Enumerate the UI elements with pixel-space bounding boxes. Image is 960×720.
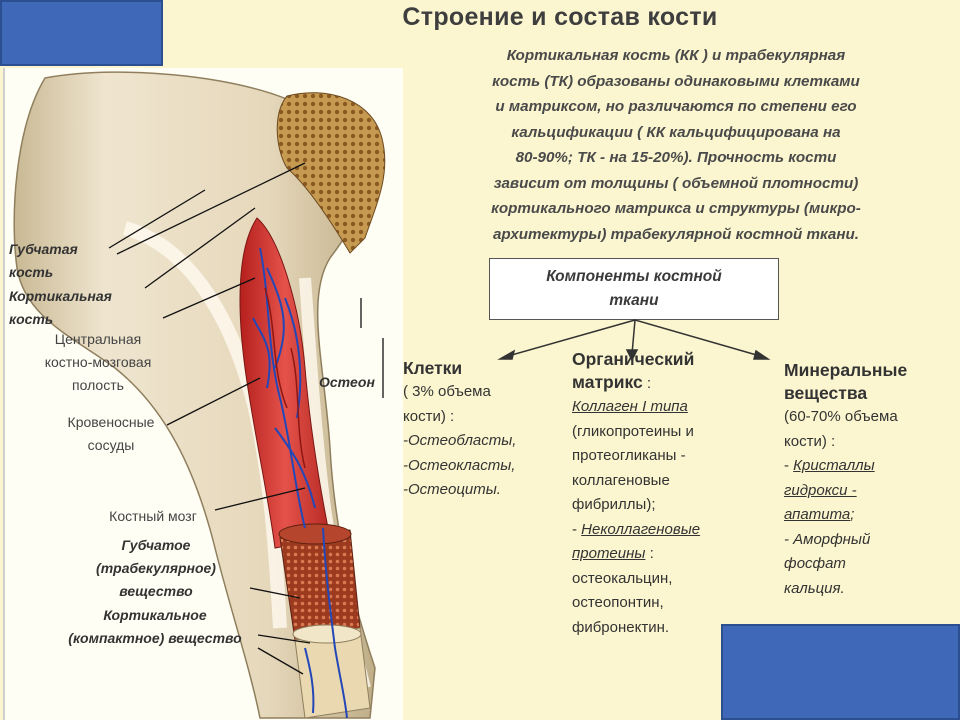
protein-item: остеокальцин, — [572, 569, 673, 587]
protein-item: фибронектин. — [572, 618, 670, 636]
organic-heading-line: матрикс : — [572, 372, 652, 392]
label-cortical-bone: Кортикальная кость — [9, 288, 112, 327]
blue-corner-box-top — [0, 0, 163, 66]
trabecular-top — [278, 523, 352, 545]
protein-item: остеопонтин, — [572, 594, 664, 611]
organic-heading-line: Органический — [572, 349, 695, 369]
organic-heading: Органический матрикс : — [572, 348, 772, 395]
intro-line: кортикального матрикса и структуры (микр… — [491, 200, 861, 217]
organic-matrix-column: Органический матрикс : Коллаген I типа (… — [572, 348, 772, 640]
mineral-heading: Минеральные вещества — [784, 359, 956, 405]
crystals-line: - Кристаллы — [784, 457, 875, 474]
components-box-line: Компоненты костной — [546, 268, 722, 285]
label-bone-marrow: Костный мозг — [109, 508, 197, 524]
amorphous-line: фосфат — [784, 555, 846, 572]
label-spongy-bone: Губчатая кость — [9, 241, 78, 280]
blue-corner-box-bottom — [721, 624, 960, 720]
mineral-heading-line: вещества — [784, 383, 868, 403]
amorphous-line: - Аморфный — [784, 530, 871, 548]
crystals-line: гидрокси - — [784, 481, 857, 499]
bone-illustration: Губчатая кость Кортикальная кость Центра… — [3, 68, 403, 720]
label-spongy-substance: Губчатое (трабекулярное) вещество — [96, 537, 216, 599]
crystals-line: апатита; — [784, 506, 855, 523]
cells-item: -Остеокласты, — [403, 456, 516, 474]
components-box-line: ткани — [609, 292, 659, 309]
cells-text: ( 3% объема — [403, 383, 491, 400]
cells-heading: Клетки — [403, 358, 463, 378]
label-cortical-substance: Кортикальное (компактное) вещество — [68, 607, 242, 646]
intro-paragraph: Кортикальная кость (КК ) и трабекулярная… — [402, 43, 950, 247]
femur-diagram — [13, 71, 386, 719]
intro-line: 80-90%; ТК - на 15-20%). Прочность кости — [515, 149, 837, 166]
cells-item: -Остеоциты. — [403, 481, 501, 498]
label-marrow-cavity: Центральная костно-мозговая полость — [44, 331, 152, 393]
intro-line: архитектуры) трабекулярной костной ткани… — [492, 225, 859, 243]
noncollagen-line: - Неколлагеновые — [572, 520, 701, 538]
intro-line: и матриксом, но различаются по степени е… — [495, 98, 857, 115]
collagen-label: Коллаген I типа — [572, 398, 688, 415]
collagen-desc: протеогликаны - — [572, 447, 686, 464]
label-blood-vessels: Кровеносные сосуды — [67, 414, 155, 453]
mineral-column: Минеральные вещества (60-70% объема кост… — [784, 359, 956, 601]
collagen-desc: (гликопротеины и — [572, 422, 694, 440]
mineral-heading-line: Минеральные — [784, 360, 908, 380]
intro-line: кальцификации ( КК кальцифицирована на — [511, 123, 841, 141]
pointer-lines — [108, 162, 311, 675]
label-osteon: Остеон — [319, 374, 375, 390]
mineral-text: (60-70% объема — [784, 408, 898, 425]
intro-line: Кортикальная кость (КК ) и трабекулярная — [506, 47, 846, 64]
mineral-text: кости) : — [784, 432, 836, 450]
components-box: Компоненты костной ткани — [489, 258, 779, 320]
intro-line: кость (ТК) образованы одинаковыми клетка… — [492, 72, 860, 90]
component-arrows — [497, 319, 771, 362]
intro-line: зависит от толщины ( объемной плотности) — [493, 174, 859, 192]
collagen-desc: коллагеновые — [572, 471, 670, 489]
cortical-top — [292, 624, 362, 644]
femoral-head — [276, 92, 386, 254]
cells-item: -Остеобласты, — [403, 432, 517, 449]
collagen-desc: фибриллы); — [572, 496, 656, 513]
amorphous-line: кальция. — [784, 579, 845, 597]
cells-text: кости) : — [403, 407, 455, 425]
page-title: Строение и состав кости — [402, 3, 718, 31]
red-vessels — [264, 287, 306, 469]
cells-column: Клетки ( 3% объема кости) : -Остеобласты… — [403, 357, 568, 503]
noncollagen-line: протеины : — [572, 545, 654, 562]
